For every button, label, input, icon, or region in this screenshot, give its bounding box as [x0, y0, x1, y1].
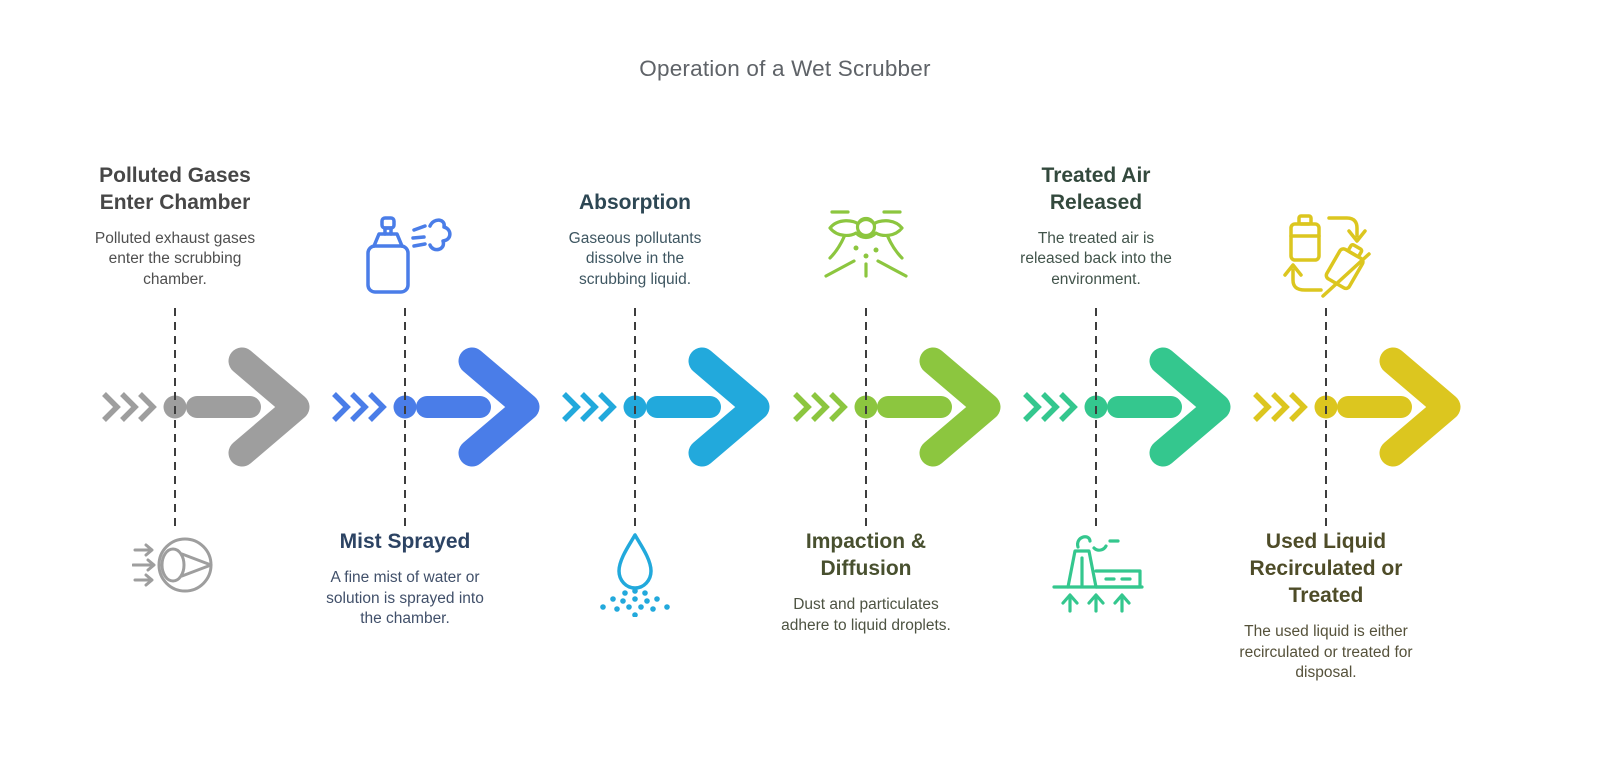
step-mist-sprayed: Mist Sprayed A fine mist of water or sol…	[290, 0, 540, 777]
step-description: Gaseous pollutants dissolve in the scrub…	[568, 229, 702, 288]
step-used-liquid: Used Liquid Recirculated or Treated The …	[1211, 0, 1461, 777]
chevrons-icon	[562, 392, 617, 422]
dashed-connector	[864, 308, 868, 527]
step-text-block: Treated Air Released The treated air is …	[996, 162, 1196, 291]
step-description: A fine mist of water or solution is spra…	[326, 569, 484, 627]
dashed-connector	[1324, 308, 1328, 527]
droplet-mist-icon	[595, 531, 675, 622]
step-text-block: Used Liquid Recirculated or Treated The …	[1226, 528, 1426, 684]
flow-arrow-group	[332, 347, 540, 467]
step-absorption: Absorption Gaseous pollutants dissolve i…	[520, 0, 770, 777]
step-title: Treated Air Released	[1041, 163, 1151, 214]
step-title: Used Liquid Recirculated or Treated	[1249, 530, 1403, 607]
arrow-icon	[186, 347, 310, 467]
step-description: Dust and particulates adhere to liquid d…	[781, 596, 951, 634]
gas-enter-chamber-icon	[131, 531, 218, 604]
drone-sprayer-icon	[820, 206, 912, 291]
factory-emissions-icon	[1048, 531, 1144, 618]
chevrons-icon	[1253, 392, 1308, 422]
flow-arrow-group	[102, 347, 310, 467]
flow-arrow-group	[793, 347, 1001, 467]
step-text-block: Polluted Gases Enter Chamber Polluted ex…	[75, 162, 275, 291]
arrow-icon	[646, 347, 770, 467]
step-title: Absorption	[579, 190, 691, 214]
dashed-connector	[633, 308, 637, 527]
chevrons-icon	[1023, 392, 1078, 422]
chevrons-icon	[332, 392, 387, 422]
spray-bottle-icon	[358, 206, 452, 301]
step-treated-air: Treated Air Released The treated air is …	[981, 0, 1231, 777]
step-description: Polluted exhaust gases enter the scrubbi…	[94, 229, 256, 288]
flow-arrow-group	[1253, 347, 1461, 467]
arrow-icon	[1107, 347, 1231, 467]
step-text-block: Absorption Gaseous pollutants dissolve i…	[535, 189, 735, 291]
step-polluted-gases: Polluted Gases Enter Chamber Polluted ex…	[60, 0, 310, 777]
arrow-icon	[1337, 347, 1461, 467]
step-title: Polluted Gases Enter Chamber	[99, 163, 251, 214]
dashed-connector	[173, 308, 177, 527]
step-title: Mist Sprayed	[339, 530, 471, 553]
step-description: The treated air is released back into th…	[1020, 229, 1172, 288]
flow-arrow-group	[1023, 347, 1231, 467]
battery-recycle-icon	[1279, 206, 1373, 305]
flow-arrow-group	[562, 347, 770, 467]
step-text-block: Impaction & Diffusion Dust and particula…	[766, 528, 966, 636]
step-text-block: Mist Sprayed A fine mist of water or sol…	[305, 528, 505, 630]
arrow-icon	[416, 347, 540, 467]
step-impaction-diffusion: Impaction & Diffusion Dust and particula…	[751, 0, 1001, 777]
arrow-icon	[877, 347, 1001, 467]
dashed-connector	[403, 308, 407, 527]
diagram-title: Operation of a Wet Scrubber	[639, 56, 931, 81]
step-title: Impaction & Diffusion	[805, 530, 927, 580]
chevrons-icon	[793, 392, 848, 422]
chevrons-icon	[102, 392, 157, 422]
dashed-connector	[1094, 308, 1098, 527]
step-description: The used liquid is either recirculated o…	[1239, 623, 1413, 681]
